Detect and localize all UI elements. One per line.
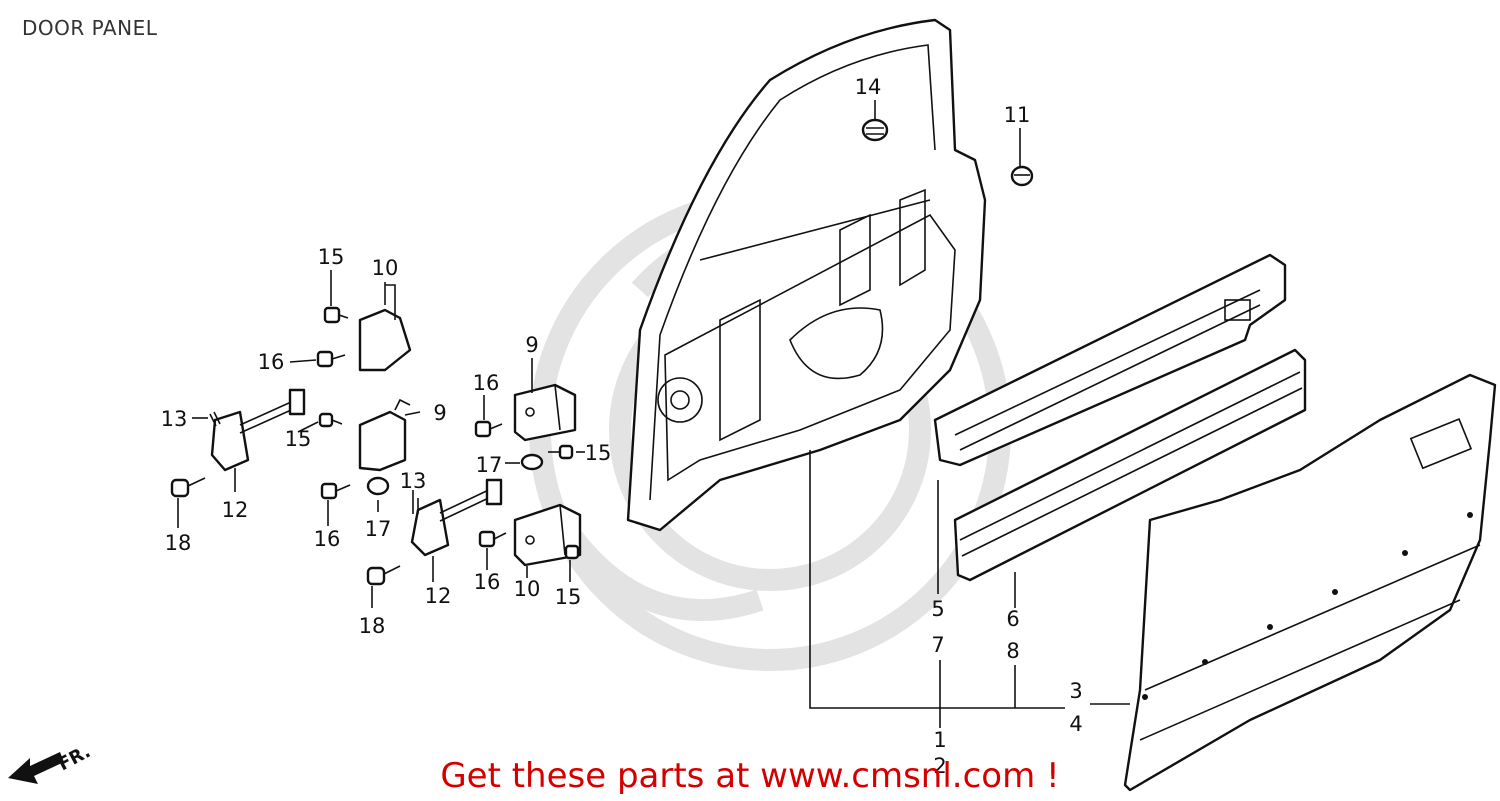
- bolt-15-top[interactable]: [323, 306, 349, 324]
- callout-11: 11: [1004, 103, 1031, 127]
- callout-17: 17: [476, 453, 503, 477]
- callout-7: 7: [931, 633, 944, 657]
- bolt-18-lower[interactable]: [366, 565, 401, 586]
- pin-13-left[interactable]: [209, 411, 221, 427]
- callout-18: 18: [359, 614, 386, 638]
- door-skin[interactable]: [1123, 373, 1497, 792]
- callout-2: 2: [933, 754, 946, 778]
- bolt-16-mid[interactable]: [320, 482, 351, 500]
- hinge-upper-door-side[interactable]: [513, 383, 577, 442]
- callout-5: 5: [931, 597, 944, 621]
- callout-15: 15: [585, 441, 612, 465]
- hinge-lower-body-side[interactable]: [358, 398, 411, 472]
- bolt-15-mid[interactable]: [318, 412, 343, 428]
- callout-1: 1: [933, 728, 946, 752]
- bolt-16-low[interactable]: [478, 530, 507, 548]
- callout-10: 10: [372, 256, 399, 280]
- callout-18: 18: [165, 531, 192, 555]
- hinge-upper-body-side[interactable]: [358, 284, 412, 372]
- callout-9: 9: [525, 333, 538, 357]
- bolt-15-low[interactable]: [564, 544, 580, 560]
- door-molding[interactable]: [953, 348, 1307, 582]
- callout-6: 6: [1006, 607, 1019, 631]
- callout-17: 17: [365, 517, 392, 541]
- nut-17-lower[interactable]: [366, 476, 390, 496]
- page-title: DOOR PANEL: [22, 16, 158, 40]
- callouts: 14 11 15 10 16 9 16 13 15 9 17 15 13 12 …: [161, 75, 1083, 778]
- front-arrow-icon: [8, 752, 64, 784]
- promo-banner[interactable]: Get these parts at www.cmsnl.com !: [440, 756, 1060, 796]
- callout-13: 13: [161, 407, 188, 431]
- door-checker-upper[interactable]: [210, 388, 306, 472]
- hinge-lower-door-side[interactable]: [513, 503, 582, 567]
- callout-15: 15: [285, 427, 312, 451]
- callout-16: 16: [314, 527, 341, 551]
- callout-16: 16: [474, 570, 501, 594]
- callout-15: 15: [318, 245, 345, 269]
- door-beam[interactable]: [933, 253, 1287, 467]
- callout-15: 15: [555, 585, 582, 609]
- callout-13: 13: [400, 469, 427, 493]
- bolt-18-left[interactable]: [170, 477, 206, 498]
- bolt-16-hinge[interactable]: [474, 420, 503, 438]
- callout-3: 3: [1069, 679, 1082, 703]
- leader-lines: [177, 100, 1130, 728]
- door-frame[interactable]: [626, 18, 987, 532]
- callout-8: 8: [1006, 639, 1019, 663]
- callout-12: 12: [425, 584, 452, 608]
- callout-12: 12: [222, 498, 249, 522]
- bolt-15-hinge[interactable]: [548, 444, 574, 460]
- bolt-16-top[interactable]: [316, 350, 346, 368]
- callout-10: 10: [514, 577, 541, 601]
- plug-14[interactable]: [861, 118, 889, 142]
- pin-13-right[interactable]: [412, 498, 419, 514]
- plug-11[interactable]: [1010, 165, 1034, 187]
- callout-16: 16: [473, 371, 500, 395]
- callout-16: 16: [258, 350, 285, 374]
- callout-9: 9: [433, 401, 446, 425]
- nut-17-upper[interactable]: [520, 453, 544, 471]
- door-checker-lower[interactable]: [410, 478, 503, 557]
- callout-4: 4: [1069, 712, 1082, 736]
- callout-14: 14: [855, 75, 882, 99]
